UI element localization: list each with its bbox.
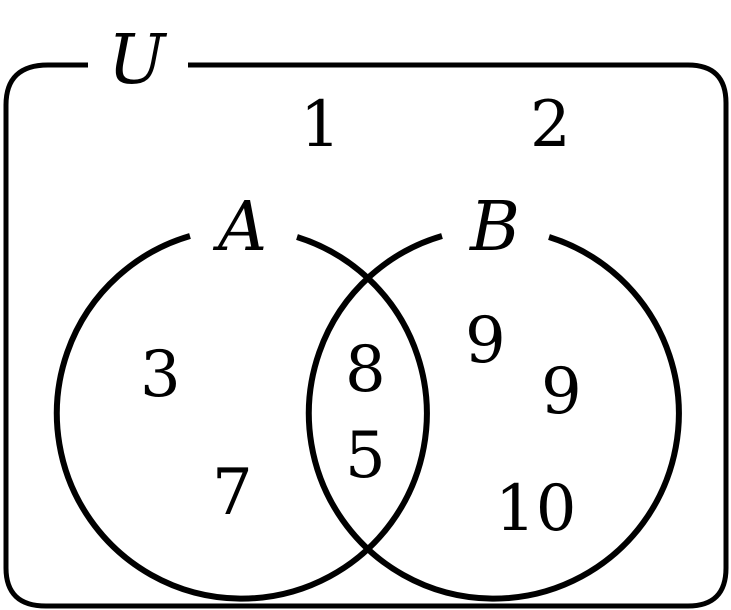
universe-element: 1 <box>300 88 341 162</box>
circle-a <box>53 233 430 602</box>
set-a-element: 3 <box>140 338 181 412</box>
set-b-element: 9 <box>465 304 506 378</box>
set-b-label: B <box>468 188 520 267</box>
set-a-label: A <box>212 188 267 267</box>
universe-box <box>3 62 729 609</box>
set-a-element: 7 <box>212 456 253 530</box>
circle-b <box>305 233 682 602</box>
universe-element: 2 <box>530 88 571 162</box>
intersection-element: 8 <box>345 333 386 407</box>
set-b-element: 9 <box>541 355 582 429</box>
set-b-element: 10 <box>495 472 576 546</box>
universe-label: U <box>108 21 168 100</box>
intersection-element: 5 <box>345 419 386 493</box>
